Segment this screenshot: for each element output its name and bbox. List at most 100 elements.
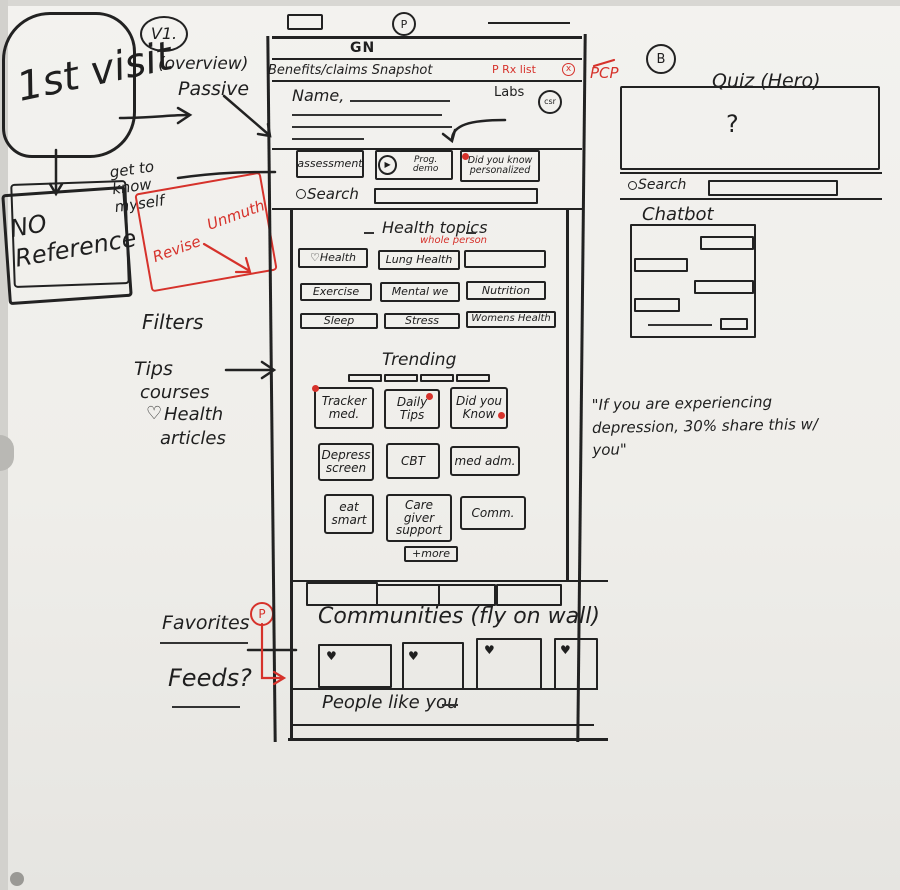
topic-stress[interactable]: Stress	[384, 313, 460, 329]
community-tab-4[interactable]	[496, 584, 562, 606]
topic-sleep[interactable]: Sleep	[300, 313, 378, 329]
board-top-rail	[0, 0, 900, 6]
name-line-3	[292, 126, 452, 128]
tile-community[interactable]: Comm.	[460, 496, 526, 530]
community-card-4-heart-icon: ♥	[560, 643, 571, 657]
phone-inner-right	[566, 210, 569, 580]
topic-exercise[interactable]: Exercise	[300, 283, 372, 301]
topic-health-label: Health	[319, 251, 356, 265]
board-screw	[10, 872, 24, 886]
people-like-you-heading: People like you	[322, 692, 459, 713]
right-search-input[interactable]	[708, 180, 838, 196]
heart-icon: ♡	[146, 403, 163, 424]
first-visit-note	[2, 12, 136, 158]
filters-text: Filters	[142, 310, 204, 334]
topic-womens-health[interactable]: Womens Health	[466, 311, 556, 328]
play-icon: ▶	[378, 155, 398, 175]
tile-daily-tips-marker	[426, 393, 433, 400]
name-line-1	[350, 100, 450, 102]
rx-list-link[interactable]: P Rx list	[492, 63, 536, 76]
trending-pill-3[interactable]	[420, 374, 454, 382]
labs-label[interactable]: Labs	[494, 85, 525, 100]
chat-bubble-bot-2	[694, 280, 754, 294]
phone-bottom-edge	[288, 738, 608, 741]
tile-cbt[interactable]: CBT	[386, 443, 440, 479]
chatbot-panel[interactable]	[630, 224, 756, 338]
program-demo-label: Prog. demo	[412, 154, 439, 174]
right-search-label: Search	[638, 177, 687, 193]
benefits-divider	[272, 80, 582, 82]
trending-heading: Trending	[382, 350, 457, 370]
trending-pill-4[interactable]	[456, 374, 490, 382]
pcp-label: PCP	[590, 64, 619, 82]
status-bar-icon: P	[392, 12, 416, 36]
tile-med-admin[interactable]: med adm.	[450, 446, 520, 476]
people-dash	[442, 704, 458, 706]
tile-depression-screen[interactable]: Depress screen	[318, 443, 374, 481]
people-divider	[290, 688, 598, 690]
tile-tracker-med[interactable]: Tracker med.	[314, 387, 374, 429]
tile-caregiver-support[interactable]: Care giver support	[386, 494, 452, 542]
tile-tracker-marker	[312, 385, 319, 392]
search-divider	[272, 208, 582, 210]
phone-top-edge	[272, 36, 582, 39]
communities-divider	[290, 580, 608, 582]
community-card-1-heart-icon: ♥	[326, 649, 337, 663]
trending-pill-2[interactable]	[384, 374, 418, 382]
health-topics-heading: Health topics	[382, 218, 488, 237]
search-label: Search	[307, 185, 359, 203]
assessment-button[interactable]: assessment	[296, 150, 364, 178]
chat-bubble-user-1	[634, 258, 688, 272]
chat-send-button[interactable]	[720, 318, 748, 330]
topic-blank[interactable]	[464, 250, 546, 268]
search-icon	[296, 189, 306, 199]
name-line-2	[292, 114, 442, 116]
did-you-know-button[interactable]: Did you know personalized	[460, 150, 540, 182]
search-input[interactable]	[374, 188, 538, 204]
header-divider	[272, 58, 582, 60]
topic-lung-health[interactable]: Lung Health	[378, 250, 460, 270]
chat-input-line[interactable]	[648, 324, 712, 326]
articles-text: articles	[160, 428, 226, 449]
topic-heart-icon: ♡	[310, 251, 320, 265]
passive-text: Passive	[178, 78, 250, 100]
close-icon[interactable]: x	[562, 63, 575, 76]
quiz-question-mark: ?	[726, 110, 739, 138]
whole-person-label: whole person	[420, 235, 488, 246]
tile-daily-tips[interactable]: Daily Tips	[384, 389, 440, 429]
community-tab-3[interactable]	[438, 584, 496, 606]
community-card-2-heart-icon: ♥	[408, 649, 419, 663]
more-button[interactable]: +more	[404, 546, 458, 562]
quiz-bottom-divider	[620, 198, 882, 200]
chat-bubble-bot-1	[700, 236, 754, 250]
tile-eat-smart[interactable]: eat smart	[324, 494, 374, 534]
overview-text: (overview)	[158, 54, 249, 74]
feeds-underline	[172, 706, 240, 708]
app-logo: GN	[350, 40, 376, 56]
benefits-snapshot[interactable]: Benefits/claims Snapshot	[268, 63, 433, 78]
topic-nutrition[interactable]: Nutrition	[466, 281, 546, 300]
status-bar-left	[287, 14, 323, 30]
topics-dash-right	[466, 232, 476, 234]
program-demo-button[interactable]: ▶ Prog. demo	[375, 150, 453, 180]
topics-dash-left	[364, 232, 374, 234]
tile-did-you-know[interactable]: Did you Know	[450, 387, 508, 429]
trending-pill-1[interactable]	[348, 374, 382, 382]
user-name-label: Name,	[292, 86, 345, 105]
avatar[interactable]: csr	[538, 90, 562, 114]
phone-inner-left	[290, 210, 293, 738]
favorites-underline	[160, 642, 248, 644]
courses-text: courses	[140, 382, 210, 403]
chatbot-heading: Chatbot	[642, 204, 714, 225]
community-card-1[interactable]	[318, 644, 392, 688]
quiz-hero-card[interactable]	[620, 86, 880, 170]
did-you-know-marker	[462, 153, 469, 160]
tips-text: Tips	[134, 358, 173, 380]
topic-mental-wellness[interactable]: Mental we	[380, 282, 460, 302]
community-card-3-heart-icon: ♥	[484, 643, 495, 657]
topic-health[interactable]: ♡ Health	[298, 248, 368, 268]
tile-did-you-know-marker	[498, 412, 505, 419]
favorites-text: Favorites	[162, 612, 250, 634]
